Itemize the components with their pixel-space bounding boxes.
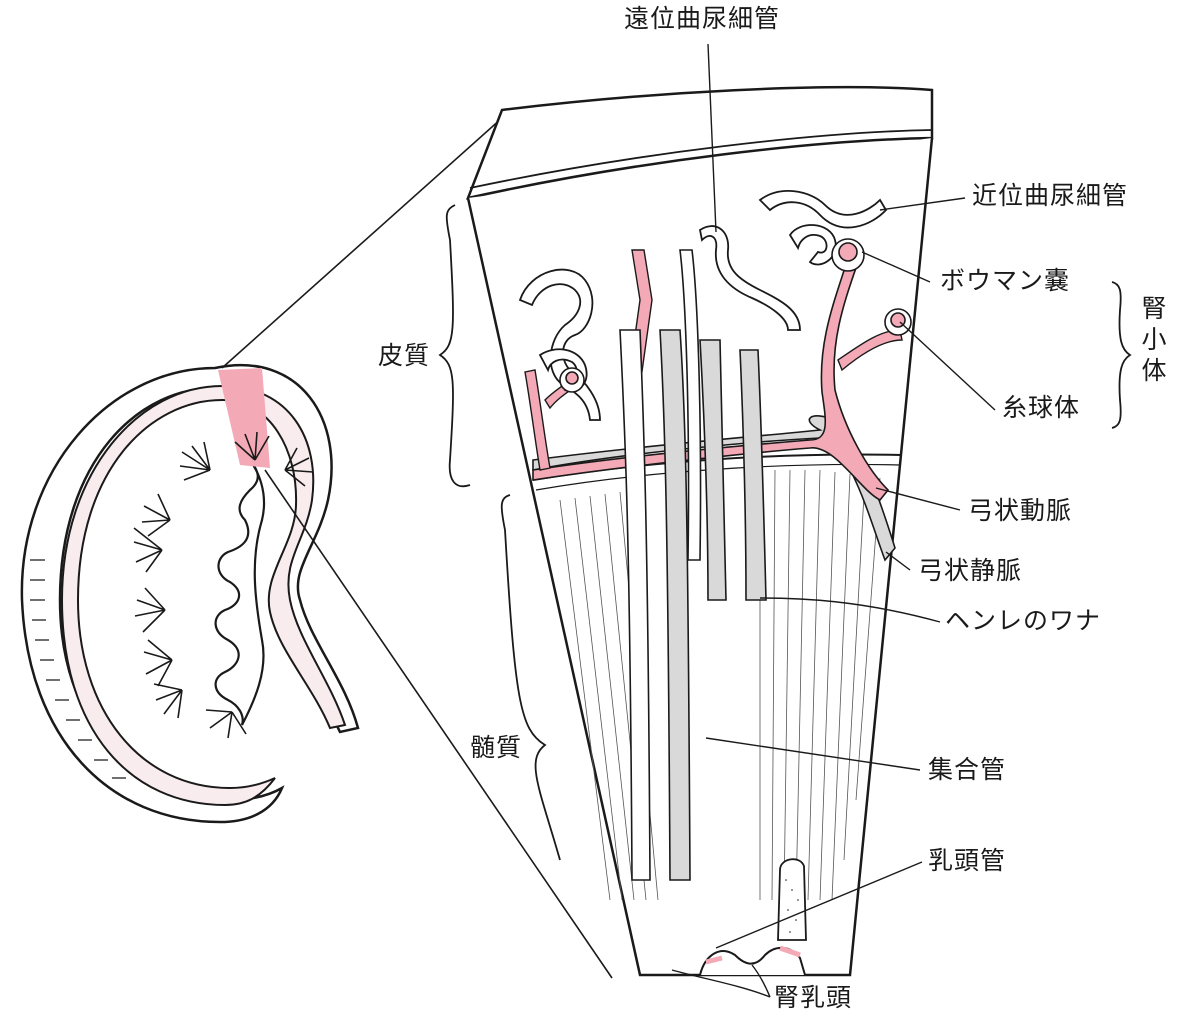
label-collecting-duct: 集合管 [928, 757, 1006, 782]
label-renal-corpuscle: 腎小体 [1140, 295, 1165, 388]
label-glomerulus: 糸球体 [1002, 395, 1080, 420]
label-loop-of-henle: ヘンレのワナ [945, 608, 1101, 633]
tissue-wedge [468, 87, 932, 975]
cortex-brace [440, 205, 470, 486]
label-proximal-tubule: 近位曲尿細管 [972, 183, 1128, 208]
label-medulla: 髄質 [470, 735, 522, 760]
leader-glomerulus [900, 322, 995, 410]
label-arcuate-artery: 弓状動脈 [968, 498, 1072, 523]
label-bowman-capsule: ボウマン嚢 [940, 268, 1070, 293]
renal-corpuscle-brace [1112, 282, 1130, 428]
label-arcuate-vein: 弓状静脈 [918, 558, 1022, 583]
label-renal-papilla: 腎乳頭 [774, 985, 852, 1010]
label-distal-tubule: 遠位曲尿細管 [624, 6, 780, 31]
label-papillary-duct: 乳頭管 [928, 848, 1006, 873]
papillary-duct [778, 859, 806, 940]
label-cortex: 皮質 [378, 343, 430, 368]
renal-pelvis [216, 455, 264, 725]
sector-highlight [218, 368, 270, 468]
kidney-section [22, 365, 358, 822]
